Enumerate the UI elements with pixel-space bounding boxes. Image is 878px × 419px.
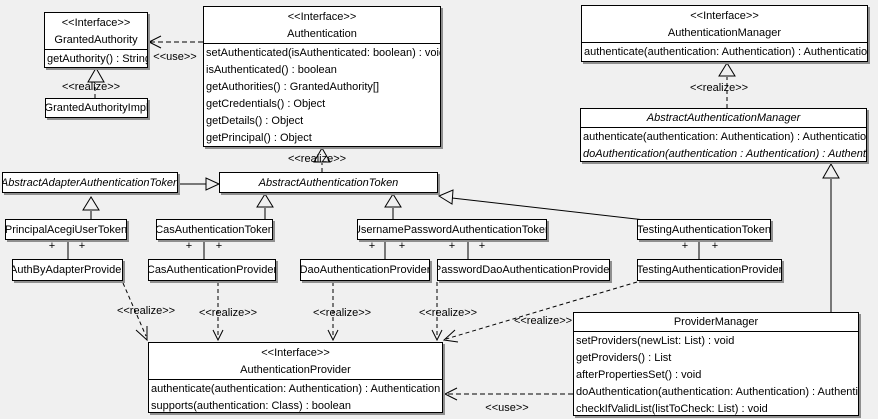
method-label: setAuthenticated(isAuthenticated: boolea…	[206, 47, 440, 59]
class-box-authentication: <<Interface>> Authentication setAuthenti…	[203, 6, 441, 147]
class-box-authenticationprovider: <<Interface>> AuthenticationProvider aut…	[148, 342, 443, 413]
class-box-daoauthenticationprovider: DaoAuthenticationProvider	[300, 259, 430, 281]
class-box-grantedauthorityimpl: GrantedAuthorityImpl	[45, 98, 148, 118]
realize-label: <<realize>>	[513, 315, 573, 327]
realize-label: <<realize>>	[287, 153, 347, 165]
plus-multiplicity-label: +	[215, 240, 223, 252]
class-name: AuthByAdapterProvider	[13, 264, 122, 276]
generalization-providermanager-to-abstractauthenticationmanager	[822, 162, 840, 312]
method-label: checkIfValidList(listToCheck: List) : vo…	[576, 403, 768, 415]
method-label: getProviders() : List	[576, 352, 672, 364]
generalization-testingtoken-to-abstracttoken	[437, 189, 646, 221]
class-name: CasAuthenticationToken	[157, 223, 272, 236]
class-box-casauthenticationtoken: CasAuthenticationToken	[156, 219, 273, 240]
stereotype-label: <<Interface>>	[287, 11, 357, 23]
plus-multiplicity-label: +	[78, 240, 86, 252]
method-label: doAuthentication(authentication: Authent…	[576, 386, 858, 398]
method-label: authenticate(authentication: Authenticat…	[583, 131, 866, 143]
plus-multiplicity-label: +	[48, 240, 56, 252]
realize-label: <<realize>>	[61, 81, 121, 93]
method-label: setProviders(newList: List) : void	[576, 335, 735, 347]
method-label: supports(authentication: Class) : boolea…	[151, 400, 351, 412]
method-label: getCredentials() : Object	[206, 98, 326, 110]
class-box-abstractadapterauthenticationtoken: AbstractAdapterAuthenticationToken	[2, 172, 178, 193]
plus-multiplicity-label: +	[185, 240, 193, 252]
method-label: getPrincipal() : Object	[206, 132, 312, 144]
method-label: doAuthentication(authentication : Authen…	[583, 148, 866, 160]
class-name: GrantedAuthorityImpl	[46, 102, 147, 114]
class-name: AuthenticationManager	[667, 27, 782, 39]
class-box-authbyadapterprovider: AuthByAdapterProvider	[12, 259, 123, 281]
method-label: getAuthority() : String	[47, 53, 147, 65]
class-name: DaoAuthenticationProvider	[301, 264, 429, 276]
stereotype-label: <<Interface>>	[261, 347, 330, 359]
class-name: AbstractAuthenticationToken	[258, 176, 399, 189]
method-label: getDetails() : Object	[206, 115, 304, 127]
generalization-castoken-to-abstracttoken	[256, 193, 274, 219]
class-box-passworddaoauthenticationprovider: PasswordDaoAuthenticationProvider	[437, 259, 610, 281]
stereotype-label: <<Interface>>	[690, 10, 759, 22]
method-label: afterPropertiesSet() : void	[576, 369, 702, 381]
realize-label: <<realize>>	[418, 307, 478, 319]
realize-label: <<realize>>	[198, 307, 258, 319]
class-box-casauthenticationprovider: CasAuthenticationProvider	[148, 259, 276, 281]
class-box-testingauthenticationprovider: TestingAuthenticationProvider	[637, 259, 782, 281]
class-box-providermanager: ProviderManager setProviders(newList: Li…	[573, 312, 859, 416]
class-name: UsernamePasswordAuthenticationToken	[358, 223, 546, 236]
generalization-principaltoken-to-adaptertoken	[82, 196, 100, 219]
class-name: TestingAuthenticationToken	[638, 223, 770, 236]
plus-multiplicity-label: +	[681, 240, 689, 252]
plus-multiplicity-label: +	[448, 240, 456, 252]
class-box-abstractauthenticationtoken: AbstractAuthenticationToken	[219, 172, 438, 193]
realize-label: <<realize>>	[312, 307, 372, 319]
plus-multiplicity-label: +	[711, 240, 719, 252]
class-name: Authentication	[287, 28, 357, 40]
class-name: PasswordDaoAuthenticationProvider	[438, 264, 609, 276]
use-label: <<use>>	[485, 402, 529, 414]
class-box-principalacegiusertoken: PrincipalAcegiUserToken	[5, 219, 127, 240]
class-box-usernamepasswordauthenticationtoken: UsernamePasswordAuthenticationToken	[357, 219, 547, 240]
class-name: GrantedAuthority	[54, 34, 138, 46]
class-name: AbstractAuthenticationManager	[581, 109, 866, 128]
method-label: isAuthenticated() : boolean	[206, 64, 337, 76]
class-name: PrincipalAcegiUserToken	[6, 223, 126, 236]
stereotype-label: <<Interface>>	[61, 17, 131, 29]
realize-label: <<realize>>	[689, 82, 749, 94]
class-box-authenticationmanager: <<Interface>> AuthenticationManager auth…	[581, 5, 868, 62]
class-box-grantedauthority: <<Interface>> GrantedAuthority getAuthor…	[44, 12, 148, 68]
use-dependency-providermanager-to-authenticationprovider	[443, 387, 573, 401]
method-label: authenticate(authentication: Authenticat…	[151, 383, 441, 395]
plus-multiplicity-label: +	[368, 240, 376, 252]
class-name: AbstractAdapterAuthenticationToken	[3, 176, 177, 189]
generalization-usernamepasswordtoken-to-abstracttoken	[384, 193, 402, 219]
class-name: TestingAuthenticationProvider	[638, 264, 781, 276]
class-name: CasAuthenticationProvider	[149, 264, 275, 276]
use-label: <<use>>	[153, 51, 197, 63]
method-label: getAuthorities() : GrantedAuthority[]	[206, 81, 380, 93]
method-label: authenticate(authentication: Authenticat…	[584, 46, 867, 58]
use-dependency-authentication-to-grantedauthority	[147, 35, 203, 49]
realize-label: <<realize>>	[116, 305, 176, 317]
class-name: AuthenticationProvider	[240, 364, 351, 376]
generalization-abstractadaptertoken-to-abstracttoken	[178, 177, 221, 191]
class-box-testingauthenticationtoken: TestingAuthenticationToken	[637, 219, 771, 240]
class-box-abstractauthenticationmanager: AbstractAuthenticationManager authentica…	[580, 108, 867, 162]
plus-multiplicity-label: +	[398, 240, 406, 252]
plus-multiplicity-label: +	[478, 240, 486, 252]
class-name: ProviderManager	[574, 313, 858, 332]
